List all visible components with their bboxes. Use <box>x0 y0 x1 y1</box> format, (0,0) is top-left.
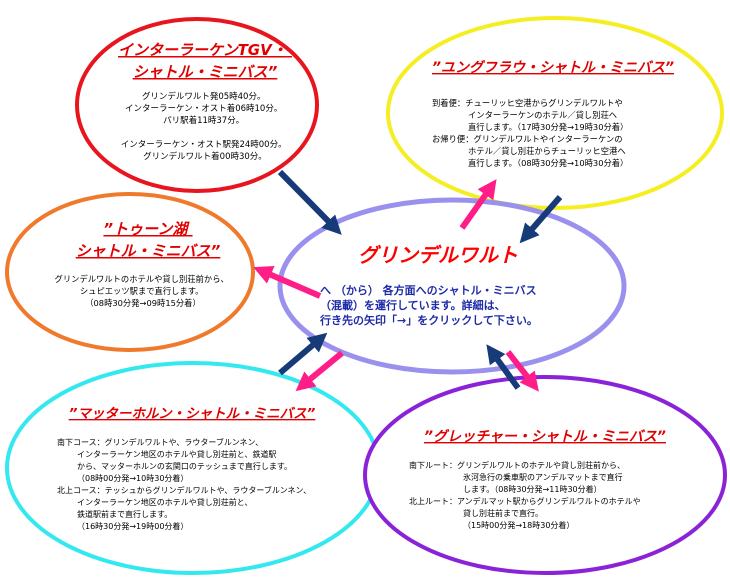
gletscher-text: 南下ルート：グリンデルワルトのホテルや貸し別荘前から、 氷河急行の乗車駅のアンデ… <box>409 460 643 530</box>
gletscher-oval <box>363 375 727 575</box>
arrow-tgv-to-center[interactable] <box>277 169 342 235</box>
tgv-text: グリンデルワルト発05時40分。 インターラーケン・オスト着06時10分。 パリ… <box>121 91 290 162</box>
tgv-title: インターラーケンTGV・ シャトル・ミニバス” <box>118 41 292 81</box>
tgv-oval <box>75 17 319 193</box>
matterhorn-title: ”マッターホルン・シャトル・ミニバス” <box>69 406 316 422</box>
arrow-center-to-thun[interactable] <box>253 265 322 299</box>
thun-oval <box>5 192 255 352</box>
gletscher-title: ”グレッチャー・シャトル・ミニバス” <box>424 428 666 445</box>
arrow-center-to-matterhorn[interactable] <box>295 350 344 392</box>
arrow-matterhorn-to-center[interactable] <box>278 332 328 376</box>
center-title: グリンデルワルト <box>358 243 518 267</box>
jungfrau-text: 到着便：チューリッヒ空港からグリンデルワルトや インターラーケンのホテル／貸し別… <box>432 98 631 168</box>
thun-title: ”トゥーン湖 シャトル・ミニバス” <box>76 220 221 260</box>
jungfrau-title: ”ユングフラウ・シャトル・ミニバス” <box>432 59 674 76</box>
thun-text: グリンデルワルトのホテルや貸し別荘前から、 シュピエッツ駅まで直行します。 （0… <box>55 274 232 308</box>
center-text: へ （から） 各方面へのシャトル・ミニバス （混載）を運行しています。詳細は、 … <box>319 283 541 327</box>
matterhorn-text: 南下コース：グリンデルワルトや、ラウターブルンネン、 インターラーケン地区のホテ… <box>57 437 314 531</box>
arrow-gletscher-to-center[interactable] <box>486 344 521 390</box>
arrow-center-to-gletscher[interactable] <box>505 350 539 392</box>
jungfrau-oval <box>386 16 724 210</box>
arrow-center-to-jungfrau[interactable] <box>459 179 497 230</box>
arrow-jungfrau-to-center[interactable] <box>519 195 563 244</box>
